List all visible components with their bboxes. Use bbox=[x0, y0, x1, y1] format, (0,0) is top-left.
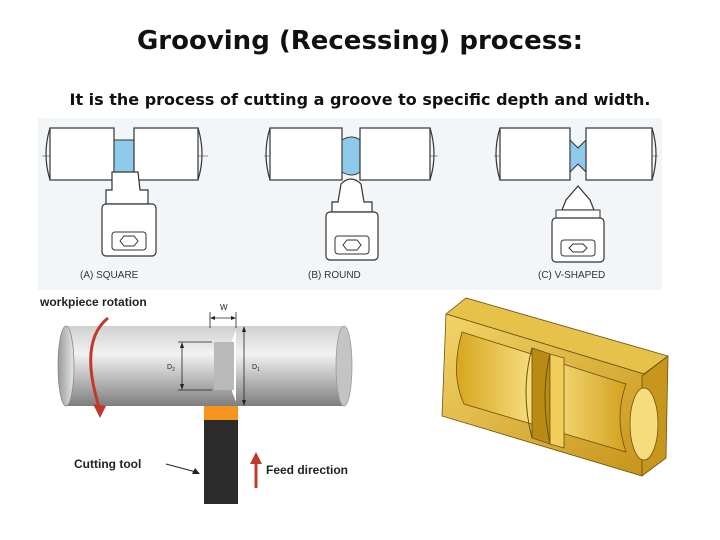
width-dimension: W bbox=[209, 303, 237, 328]
rotation-arrow-icon bbox=[89, 316, 109, 418]
grooved-part-cutaway bbox=[441, 297, 669, 477]
brass-sleeve bbox=[441, 297, 669, 477]
cutting-tool bbox=[204, 406, 238, 504]
svg-text:D1: D1 bbox=[252, 364, 260, 373]
cutting-tool-label: Cutting tool bbox=[74, 457, 141, 471]
d1-subscript: 1 bbox=[257, 367, 260, 373]
d2-dimension: D2 bbox=[167, 341, 212, 391]
d1-dimension: D1 bbox=[242, 326, 260, 406]
square-groove-illustration: (A) SQUARE bbox=[42, 127, 208, 281]
caption-round: (B) ROUND bbox=[308, 270, 361, 281]
d1-label: D bbox=[252, 364, 257, 371]
workpiece-rotation-label: workpiece rotation bbox=[39, 295, 147, 309]
caption-square: (A) SQUARE bbox=[80, 270, 139, 281]
feed-direction-arrow-icon bbox=[250, 452, 262, 488]
d2-label: D bbox=[167, 364, 172, 371]
slide-subtitle: It is the process of cutting a groove to… bbox=[69, 90, 651, 109]
feed-direction-label: Feed direction bbox=[266, 463, 348, 477]
round-groove-illustration: (B) ROUND bbox=[264, 127, 438, 281]
groove-types-figure: (A) SQUARE (B) ROUND (C) V-SHAPED bbox=[38, 118, 662, 290]
width-label: W bbox=[220, 303, 228, 312]
grooving-process-diagram: workpiece rotation W D2 D1 bbox=[39, 295, 353, 504]
v-shaped-groove-illustration: (C) V-SHAPED bbox=[494, 127, 658, 281]
svg-text:D2: D2 bbox=[167, 364, 175, 373]
d2-subscript: 2 bbox=[172, 367, 175, 373]
workpiece bbox=[57, 325, 353, 407]
caption-v-shaped: (C) V-SHAPED bbox=[538, 270, 605, 281]
slide-title: Grooving (Recessing) process: bbox=[136, 26, 584, 56]
